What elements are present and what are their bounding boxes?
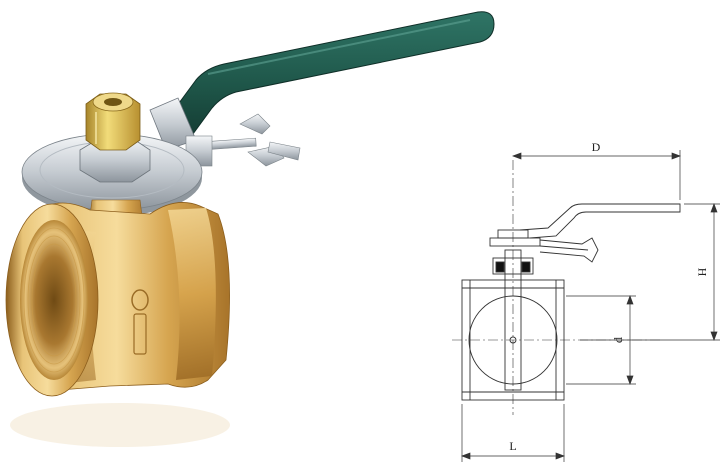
body-logo-emboss	[131, 289, 149, 355]
inlet-port	[5, 203, 99, 397]
technical-drawing	[452, 150, 720, 462]
dimension-H	[580, 203, 720, 341]
label-H: H	[695, 267, 709, 276]
dimension-D	[512, 150, 681, 200]
stem-nut	[85, 92, 141, 151]
label-d: d	[611, 337, 625, 343]
dimension-d	[566, 295, 636, 385]
drawing-handle	[489, 203, 681, 263]
valve-reflection	[10, 403, 230, 447]
label-L: L	[509, 439, 516, 453]
label-D: D	[592, 140, 601, 154]
dimension-L	[461, 404, 565, 462]
lock-wing-nut	[185, 113, 301, 167]
valve-photo	[5, 11, 495, 447]
drawing-centerlines	[452, 160, 660, 415]
lever-handle	[149, 11, 495, 151]
